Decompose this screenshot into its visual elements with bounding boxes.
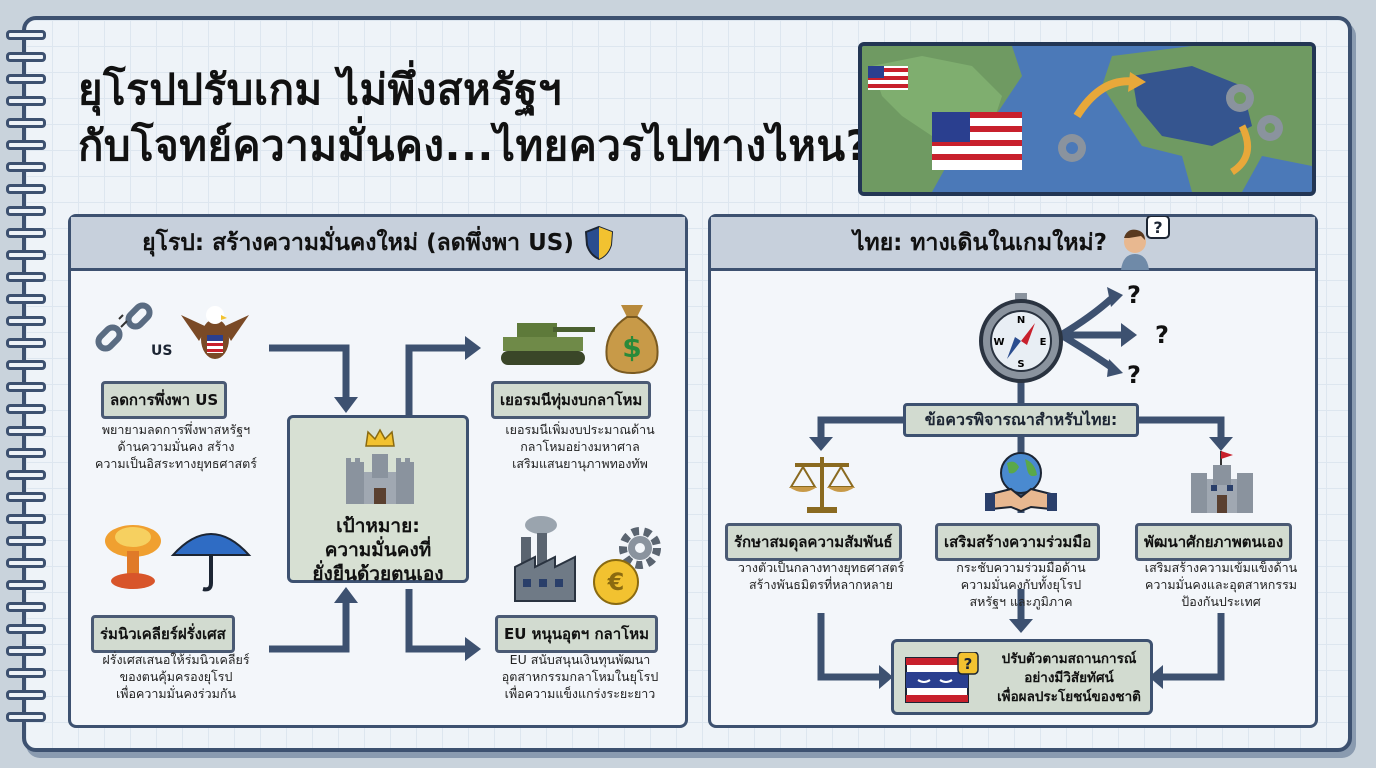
goal-text: เป้าหมาย: ความมั่นคงที่ ยั่งยืนด้วยตนเอง	[312, 515, 444, 585]
label-develop-self-capability: พัฒนาศักยภาพตนเอง	[1135, 523, 1293, 561]
money-bag-icon: $	[605, 305, 659, 375]
title-line-1: ยุโรปปรับเกม ไม่พึ่งสหรัฐฯ	[78, 65, 562, 114]
thai-flag-icon: ?	[905, 652, 979, 703]
desc-maintain-balance: วางตัวเป็นกลางทางยุทธศาสตร์ สร้างพันธมิต…	[737, 560, 905, 592]
castle-icon	[346, 454, 414, 504]
europe-panel-title: ยุโรป: สร้างความมั่นคงใหม่ (ลดพึ่งพา US)	[142, 229, 574, 256]
considerations-box: ข้อควรพิจารณาสำหรับไทย:	[903, 403, 1139, 437]
world-map-icon	[858, 42, 1316, 196]
svg-text:?: ?	[964, 655, 973, 673]
label-eu-defense-industry: EU หนุนอุตฯ กลาโหม	[495, 615, 658, 653]
desc-reduce-us-reliance: พยายามลดการพึ่งพาสหรัฐฯ ด้านความมั่นคง ส…	[95, 422, 257, 471]
crown-icon	[365, 428, 395, 447]
final-recommendation-box: ? ปรับตัวตามสถานการณ์ อย่างมีวิสัยทัศน์ …	[891, 639, 1153, 715]
thailand-panel-header: ไทย: ทางเดินในเกมใหม่? ?	[711, 215, 1315, 271]
thailand-panel-title: ไทย: ทางเดินในเกมใหม่?	[852, 229, 1108, 256]
label-strengthen-cooperation: เสริมสร้างความร่วมมือ	[935, 523, 1101, 561]
question-mark-2: ?	[1155, 321, 1169, 349]
desc-french-nuclear-umbrella: ฝรั่งเศสเสนอให้ร่มนิวเคลียร์ ของตนคุ้มคร…	[102, 652, 250, 701]
eagle-icon	[181, 306, 249, 359]
label-germany-defense-budget: เยอรมนีทุ่มงบกลาโหม	[491, 381, 652, 419]
thinking-person-icon: ?	[1121, 215, 1171, 270]
us-tag: US	[151, 343, 173, 359]
label-french-nuclear-umbrella: ร่มนิวเคลียร์ฝรั่งเศส	[91, 615, 235, 653]
broken-chain-icon	[95, 302, 153, 352]
svg-text:S: S	[1017, 359, 1024, 370]
europe-panel-header: ยุโรป: สร้างความมั่นคงใหม่ (ลดพึ่งพา US)	[71, 217, 685, 271]
tank-icon	[501, 323, 595, 365]
page-title: ยุโรปปรับเกม ไม่พึ่งสหรัฐฯ กับโจทย์ความม…	[78, 62, 871, 174]
svg-text:$: $	[622, 331, 641, 364]
title-line-2: กับโจทย์ความมั่นคง...ไทยควรไปทางไหน?	[78, 121, 871, 170]
goal-box: เป้าหมาย: ความมั่นคงที่ ยั่งยืนด้วยตนเอง	[287, 415, 469, 585]
question-mark-1: ?	[1127, 281, 1141, 309]
label-reduce-us-reliance: ลดการพึ่งพา US	[101, 381, 228, 419]
spiral-binding	[6, 30, 46, 730]
nuclear-cloud-icon	[105, 525, 161, 589]
desc-strengthen-cooperation: กระชับความร่วมมือด้าน ความมั่นคงกับทั้งย…	[956, 560, 1086, 609]
castle-icon	[1191, 451, 1253, 513]
svg-text:E: E	[1040, 337, 1047, 348]
handshake-globe-icon	[985, 452, 1057, 513]
scales-icon	[789, 457, 855, 513]
label-maintain-balance: รักษาสมดุลความสัมพันธ์	[725, 523, 902, 561]
shield-icon	[584, 225, 613, 260]
desc-develop-self-capability: เสริมสร้างความเข้มแข็งด้าน ความมั่นคงและ…	[1144, 560, 1298, 609]
svg-text:?: ?	[1153, 218, 1162, 237]
gear-icon	[619, 527, 661, 569]
svg-text:W: W	[993, 337, 1004, 348]
euro-coin-icon: €	[593, 559, 639, 605]
thailand-panel: ไทย: ทางเดินในเกมใหม่? ?	[708, 214, 1318, 728]
umbrella-icon	[170, 533, 252, 592]
compass-icon: N W E S	[979, 293, 1063, 383]
question-mark-3: ?	[1127, 361, 1141, 389]
svg-text:N: N	[1017, 315, 1025, 326]
final-recommendation-text: ปรับตัวตามสถานการณ์ อย่างมีวิสัยทัศน์ เพ…	[997, 651, 1141, 705]
desc-eu-defense-industry: EU สนับสนุนเงินทุนพัฒนา อุตสาหกรรมกลาโหม…	[501, 652, 659, 701]
svg-text:€: €	[607, 568, 625, 596]
factory-icon	[514, 516, 576, 602]
desc-germany-defense-budget: เยอรมนีเพิ่มงบประมาณด้าน กลาโหมอย่างมหาศ…	[505, 422, 655, 471]
europe-panel: ยุโรป: สร้างความมั่นคงใหม่ (ลดพึ่งพา US)…	[68, 214, 688, 728]
